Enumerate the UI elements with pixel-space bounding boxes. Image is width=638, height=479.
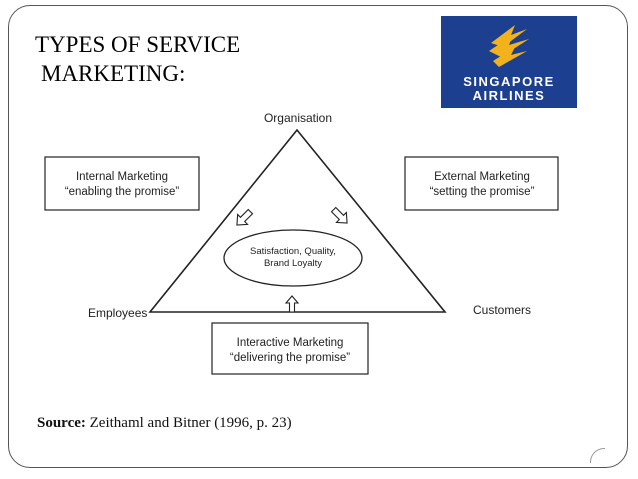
interactive-marketing-subtitle: “delivering the promise” xyxy=(230,352,350,364)
singapore-airlines-logo: SINGAPORE AIRLINES xyxy=(441,16,577,108)
organisation-label: Organisation xyxy=(264,111,332,125)
title-line-1: TYPES OF SERVICE xyxy=(35,32,241,57)
marketing-triangle xyxy=(148,128,447,313)
source-citation: Source: Zeithaml and Bitner (1996, p. 23… xyxy=(37,415,292,432)
interactive-marketing-box: Interactive Marketing “delivering the pr… xyxy=(211,322,369,375)
title-line-2: MARKETING: xyxy=(41,61,186,86)
source-text: Zeithaml and Bitner (1996, p. 23) xyxy=(85,415,292,431)
interactive-marketing-title: Interactive Marketing xyxy=(237,337,344,349)
slide-title: TYPES OF SERVICE MARKETING: xyxy=(35,30,240,88)
internal-marketing-title: Internal Marketing xyxy=(76,171,168,183)
internal-marketing-box: Internal Marketing “enabling the promise… xyxy=(44,156,200,211)
employees-label: Employees xyxy=(88,306,147,320)
external-marketing-box: External Marketing “setting the promise” xyxy=(404,156,559,211)
page-curl-decoration xyxy=(590,448,605,463)
customers-label: Customers xyxy=(473,303,531,317)
external-marketing-title: External Marketing xyxy=(434,171,530,183)
center-label-line-1: Satisfaction, Quality, xyxy=(250,246,336,257)
internal-marketing-subtitle: “enabling the promise” xyxy=(65,186,180,198)
interactive-arrow-icon xyxy=(284,295,300,313)
external-marketing-subtitle: “setting the promise” xyxy=(430,186,535,198)
center-label-line-2: Brand Loyalty xyxy=(264,258,322,269)
logo-text-airlines: AIRLINES xyxy=(472,88,546,103)
logo-text-singapore: SINGAPORE xyxy=(463,74,555,89)
center-outcome-ellipse: Satisfaction, Quality, Brand Loyalty xyxy=(223,229,363,287)
internal-arrow-icon xyxy=(236,208,254,226)
source-label: Source: xyxy=(37,415,86,431)
bird-logo-icon xyxy=(489,25,529,67)
external-arrow-icon xyxy=(330,206,348,224)
